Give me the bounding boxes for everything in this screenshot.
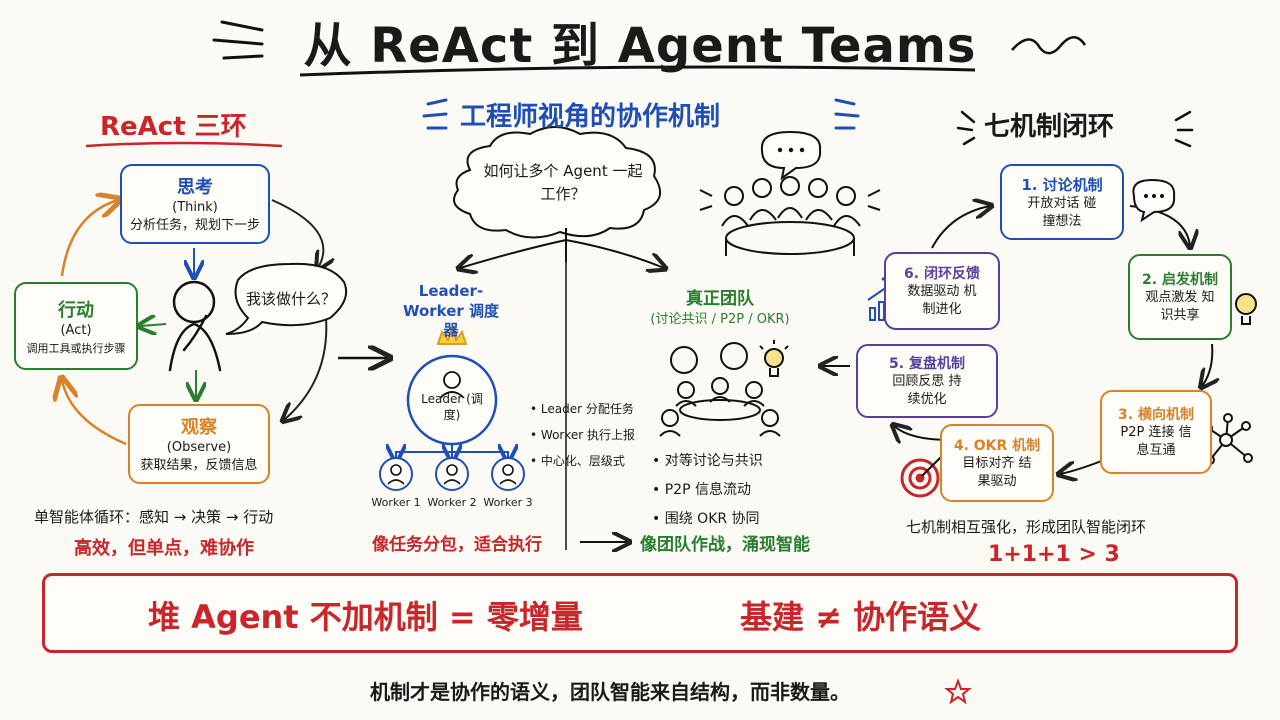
observe-title: 观察 (181, 417, 217, 439)
mechanism-2: 2. 启发机制 观点激发 知识共享 (1128, 254, 1232, 340)
mechanism-5-desc: 回顾反思 持续优化 (892, 374, 962, 407)
idea-bulb-icon (1235, 293, 1257, 325)
mechanism-4: 4. OKR 机制 目标对齐 结果驱动 (940, 424, 1054, 502)
star-icon (944, 678, 972, 705)
speech-bubble (225, 262, 348, 335)
react-loop-caption: 单智能体循环：感知 → 决策 → 行动 (34, 508, 274, 526)
think-title: 思考 (177, 177, 213, 199)
mechanism-3: 3. 横向机制 P2P 连接 信息互通 (1100, 390, 1212, 474)
team-discussion-icon (659, 342, 781, 437)
banner-right-text: 基建 ≠ 协作语义 (740, 598, 982, 636)
act-desc: 调用工具或执行步骤 (26, 341, 126, 355)
mechanism-4-title: 4. OKR 机制 (953, 438, 1041, 455)
react-verdict: 高效，但单点，难协作 (74, 538, 254, 559)
tt-bullet: P2P 信息流动 (652, 479, 763, 499)
act-box: 行动 (Act) 调用工具或执行步骤 (14, 282, 138, 370)
mechanism-2-title: 2. 启发机制 (1142, 272, 1218, 289)
worker-label-3: Worker 3 (483, 496, 533, 509)
true-team-bullets: 对等讨论与共识 P2P 信息流动 围绕 OKR 协同 (652, 450, 763, 537)
speech-text: 我该做什么？ (246, 290, 337, 308)
leader-worker-summary: 像任务分包，适合执行 (372, 535, 542, 555)
question-cloud (453, 126, 662, 239)
think-box: 思考 (Think) 分析任务，规划下一步 (120, 164, 270, 244)
title-flourish-right (1011, 36, 1087, 55)
arrow-think-to-observe (271, 199, 323, 268)
mechanism-6: 6. 闭环反馈 数据驱动 机制进化 (884, 252, 1000, 330)
think-desc: 分析任务，规划下一步 (129, 218, 260, 233)
chat-dots-icon (1132, 178, 1176, 223)
arrow-observe-to-act (62, 380, 127, 446)
thinking-person-icon (168, 280, 222, 372)
think-en: (Think) (172, 200, 218, 216)
seven-caption: 七机制相互强化，形成团队智能闭环 (906, 518, 1147, 536)
equation: 1+1+1 > 3 (988, 542, 1120, 567)
mechanism-2-desc: 观点激发 知识共享 (1145, 290, 1215, 323)
engineer-heading: 工程师视角的协作机制 (460, 102, 721, 132)
mechanism-5: 5. 复盘机制 回顾反思 持续优化 (856, 344, 998, 418)
leader-label: Leader (调度) (421, 392, 483, 422)
crown-icon (436, 324, 468, 345)
page-title: 从 ReAct 到 Agent Teams (303, 18, 977, 74)
observe-en: (Observe) (166, 440, 232, 456)
mechanism-3-desc: P2P 连接 信息互通 (1120, 425, 1192, 458)
chat-bubble-icon (760, 130, 822, 181)
act-en: (Act) (60, 323, 92, 339)
mechanism-6-title: 6. 闭环反馈 (904, 266, 980, 283)
target-icon (900, 458, 940, 498)
mechanism-1-title: 1. 讨论机制 (1021, 175, 1103, 194)
lightbulb-icon (759, 340, 789, 377)
observe-desc: 获取结果，反馈信息 (140, 458, 258, 473)
true-team-summary: 像团队作战，涌现智能 (640, 535, 810, 555)
arrow-act-to-think (60, 200, 118, 277)
act-title: 行动 (58, 300, 94, 322)
mechanism-3-title: 3. 横向机制 (1118, 407, 1194, 424)
leader-worker-bullets: Leader 分配任务 Worker 执行上报 中心化、层级式 (530, 400, 635, 478)
leader-worker-title: Leader-Worker 调度器 (402, 282, 500, 339)
seven-heading: 七机制闭环 (984, 112, 1115, 142)
title-underline (299, 65, 976, 77)
lw-bullet: Leader 分配任务 (530, 400, 635, 417)
banner-left-text: 堆 Agent 不加机制 = 零增量 (148, 598, 583, 636)
mechanism-5-title: 5. 复盘机制 (889, 356, 965, 373)
footer-text: 机制才是协作的语义，团队智能来自结构，而非数量。 (370, 680, 850, 704)
tt-bullet: 对等讨论与共识 (652, 450, 763, 470)
react-heading: ReAct 三环 (100, 112, 247, 142)
tt-bullet: 围绕 OKR 协同 (652, 508, 763, 528)
lw-bullet: Worker 执行上报 (530, 426, 635, 443)
mechanism-4-desc: 目标对齐 结果驱动 (962, 456, 1032, 489)
meeting-table-icon (699, 176, 881, 256)
true-team-title: 真正团队 (686, 289, 754, 309)
mechanism-1-desc: 开放对话 碰撞想法 (1027, 195, 1097, 229)
warning-banner (42, 573, 1238, 653)
worker-icons (379, 457, 525, 491)
true-team-subtitle: (讨论共识 / P2P / OKR) (650, 312, 790, 327)
question-text: 如何让多个 Agent 一起工作？ (483, 162, 643, 203)
title-flourish-left (212, 20, 264, 60)
worker-label-1: Worker 1 (371, 496, 421, 509)
lw-bullet: 中心化、层级式 (530, 452, 635, 469)
mechanism-1: 1. 讨论机制 开放对话 碰撞想法 (1000, 164, 1124, 240)
mechanism-6-desc: 数据驱动 机制进化 (907, 284, 977, 317)
observe-box: 观察 (Observe) 获取结果，反馈信息 (128, 404, 270, 484)
worker-label-2: Worker 2 (427, 496, 477, 509)
